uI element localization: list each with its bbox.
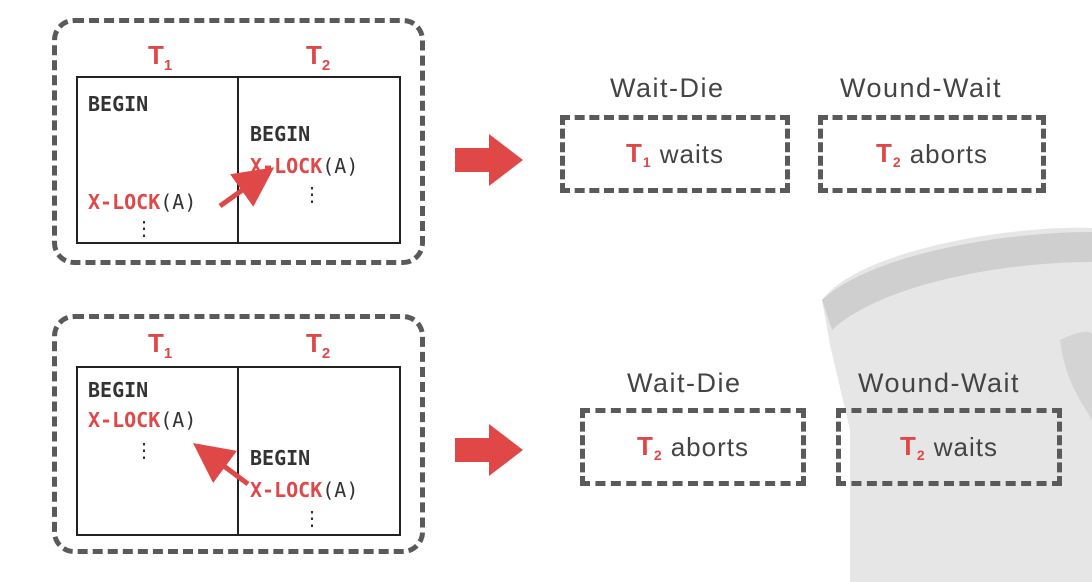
scenario-1-wound-wait-result: T2 aborts — [818, 115, 1046, 193]
t2-ellipsis: ⋮ — [302, 182, 322, 206]
scenario-2-t2-label: T2 — [306, 328, 331, 362]
scenario-1-wound-wait-heading: Wound-Wait — [840, 73, 1003, 103]
t2-ellipsis: ⋮ — [302, 506, 322, 530]
t2-xlock: X-LOCK(A) — [250, 478, 359, 502]
t1-ellipsis: ⋮ — [134, 438, 154, 462]
scenario-2-result-arrow — [455, 424, 523, 476]
scenario-1-t1-label: T1 — [148, 40, 173, 74]
scenario-1-frame — [52, 18, 425, 265]
scenario-2-frame — [52, 314, 425, 554]
scenario-1-result-arrow — [455, 134, 523, 186]
scenario-2-t1-label: T1 — [148, 328, 173, 362]
scenario-1-t2-label: T2 — [306, 40, 331, 74]
t1-xlock: X-LOCK(A) — [88, 190, 197, 214]
result-txn: T1 — [626, 138, 652, 170]
column-divider — [237, 368, 239, 534]
result-txn: T2 — [900, 431, 926, 463]
column-divider — [237, 78, 239, 242]
scenario-2-wait-die-heading: Wait-Die — [627, 368, 742, 398]
t1-begin: BEGIN — [88, 378, 149, 402]
t1-xlock: X-LOCK(A) — [88, 408, 197, 432]
scenario-2-wound-wait-heading: Wound-Wait — [858, 368, 1021, 398]
result-verb: waits — [933, 431, 998, 462]
result-txn: T2 — [876, 138, 902, 170]
scenario-1-wait-die-heading: Wait-Die — [610, 73, 725, 103]
result-verb: aborts — [909, 138, 988, 169]
t2-begin: BEGIN — [250, 446, 311, 470]
t2-xlock: X-LOCK(A) — [250, 154, 359, 178]
t2-begin: BEGIN — [250, 122, 311, 146]
result-verb: aborts — [670, 431, 749, 462]
scenario-2-schedule-table: BEGIN X-LOCK(A) ⋮ BEGIN X-LOCK(A) ⋮ — [76, 366, 401, 536]
scenario-1-wait-die-result: T1 waits — [560, 115, 790, 193]
scenario-2-wait-die-result: T2 aborts — [580, 408, 806, 486]
result-verb: waits — [659, 138, 724, 169]
t1-begin: BEGIN — [88, 92, 149, 116]
t1-ellipsis: ⋮ — [134, 216, 154, 240]
scenario-2-wound-wait-result: T2 waits — [836, 408, 1062, 486]
result-txn: T2 — [637, 431, 663, 463]
scenario-1-schedule-table: BEGIN BEGIN X-LOCK(A) ⋮ X-LOCK(A) ⋮ — [76, 76, 401, 244]
